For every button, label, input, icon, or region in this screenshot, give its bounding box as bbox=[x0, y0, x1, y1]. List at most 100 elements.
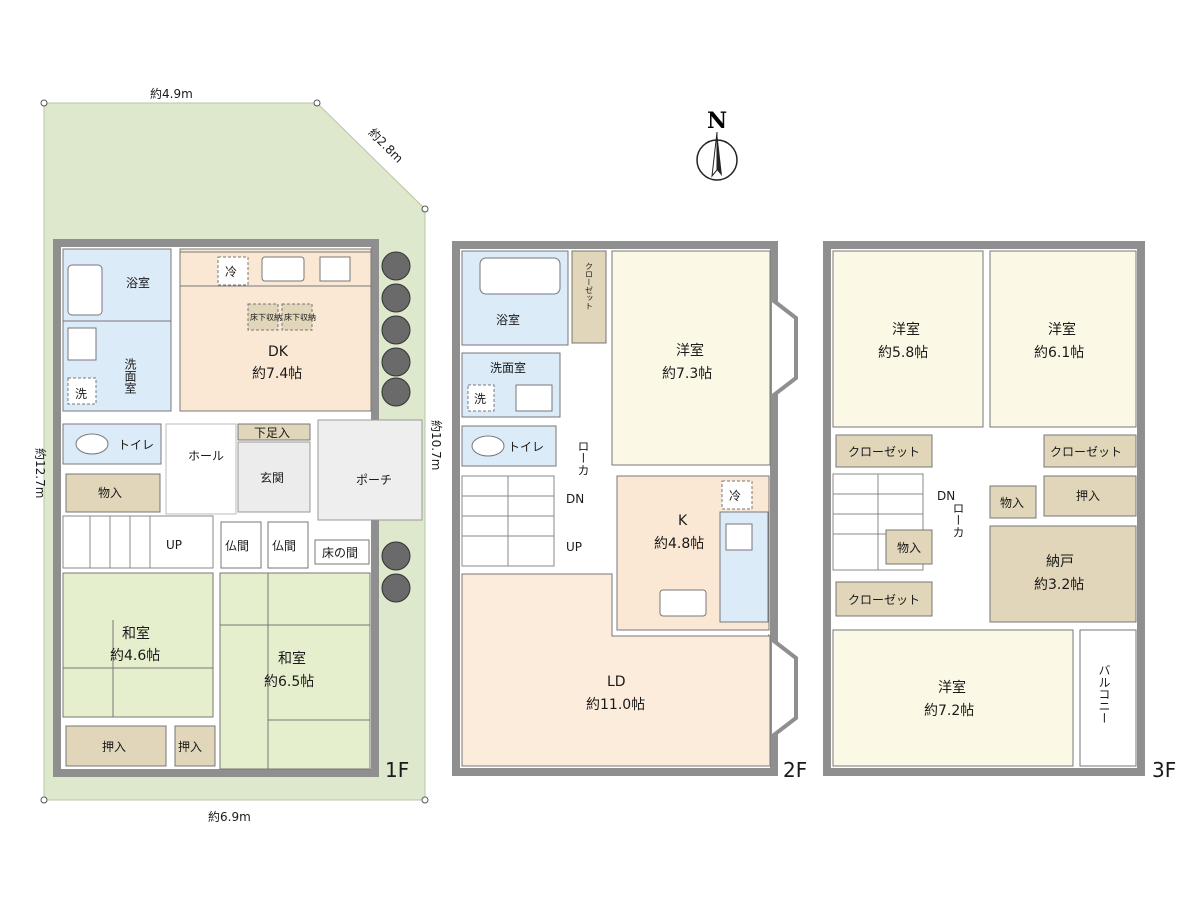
monoire-3f-a bbox=[989, 485, 1037, 519]
oshiire-3f bbox=[1043, 475, 1137, 517]
youshitsu-3f-c-name: 洋室 bbox=[938, 679, 966, 696]
up-2f-label: UP bbox=[566, 540, 582, 554]
porch-label: ポーチ bbox=[356, 473, 392, 487]
washitsu-2 bbox=[219, 572, 371, 770]
closet-2f-label: クローゼット bbox=[585, 262, 594, 310]
lot-left-depth: 約12.7m bbox=[33, 448, 48, 498]
entrance-1f-label: 玄関 bbox=[260, 470, 284, 485]
fridge-1f-label: 冷 bbox=[225, 265, 237, 279]
closet-3f-a bbox=[835, 434, 933, 468]
oshiire-1f-a bbox=[65, 725, 167, 767]
floor-3: 洋室 約5.8帖 洋室 約6.1帖 クローゼット クローゼット DN ローカ 物… bbox=[823, 241, 1176, 782]
butsuma-1 bbox=[220, 521, 262, 569]
toilet-2f-label: トイレ bbox=[508, 440, 544, 454]
washer-1f-label: 洗 bbox=[75, 387, 87, 401]
lot-top-width: 約4.9m bbox=[150, 86, 193, 101]
bay-window bbox=[768, 293, 798, 403]
stove-icon bbox=[319, 256, 351, 282]
youshitsu-3f-c-size: 約7.2帖 bbox=[924, 703, 974, 719]
oshiire-1f-a-label: 押入 bbox=[102, 740, 126, 754]
bathtub-icon bbox=[67, 264, 103, 316]
youshitsu-3f-a-name: 洋室 bbox=[892, 321, 920, 338]
closet-2f bbox=[571, 250, 607, 344]
hall-1f bbox=[165, 423, 237, 515]
washitsu-1-name: 和室 bbox=[122, 625, 150, 642]
fridge-icon bbox=[721, 480, 753, 510]
ld-2f bbox=[461, 573, 771, 767]
toilet-icon bbox=[75, 433, 109, 455]
sink-icon bbox=[67, 327, 97, 361]
stove-icon bbox=[725, 523, 753, 551]
washroom-1f-label: 洗面室 bbox=[123, 358, 137, 394]
nando-3f-name: 納戸 bbox=[1046, 554, 1074, 570]
ld-2f-size: 約11.0帖 bbox=[586, 697, 645, 713]
butsuma-2-label: 仏間 bbox=[272, 539, 296, 553]
kitchen-counter bbox=[179, 251, 372, 287]
underfloor-storage-2 bbox=[281, 303, 313, 331]
dk-1f-name: DK bbox=[268, 344, 289, 360]
youshitsu-2f bbox=[611, 250, 771, 466]
youshitsu-3f-b bbox=[989, 250, 1137, 428]
closet-1f-label: 物入 bbox=[98, 486, 122, 500]
lot-corner-marker bbox=[313, 99, 321, 107]
toilet-1f-label: トイレ bbox=[118, 438, 154, 452]
entrance-1f bbox=[237, 441, 311, 513]
shoe-storage bbox=[237, 423, 311, 441]
north-arrow-icon: N bbox=[696, 108, 738, 181]
nando-3f bbox=[989, 525, 1137, 623]
toilet-2f bbox=[461, 425, 557, 467]
lot-corner-marker bbox=[40, 796, 48, 804]
closet-1f bbox=[65, 473, 161, 513]
tokonoma-label: 床の間 bbox=[322, 546, 358, 560]
stairs-1f bbox=[62, 515, 214, 569]
balcony-3f bbox=[1079, 629, 1137, 767]
balcony-3f-label: バルコニー bbox=[1097, 664, 1111, 724]
underfloor-storage-1 bbox=[247, 303, 279, 331]
dk-1f-size: 約7.4帖 bbox=[252, 366, 302, 382]
sink-icon bbox=[659, 589, 707, 617]
bay-window bbox=[768, 633, 798, 743]
k-2f-size: 約4.8帖 bbox=[654, 536, 704, 552]
compass-label: N bbox=[707, 108, 727, 134]
youshitsu-3f-b-size: 約6.1帖 bbox=[1034, 345, 1084, 361]
oshiire-1f-b bbox=[174, 725, 216, 767]
toilet-icon bbox=[471, 435, 505, 457]
bath-1f-label: 浴室 bbox=[126, 275, 150, 290]
corridor-3f-label: ローカ bbox=[951, 502, 965, 538]
bathtub-icon bbox=[479, 257, 561, 295]
porch bbox=[317, 419, 423, 521]
youshitsu-3f-a-size: 約5.8帖 bbox=[878, 345, 928, 361]
fridge-icon bbox=[217, 256, 249, 286]
closet-3f-c bbox=[835, 581, 933, 617]
floor-1: 浴室 洗 洗面室 冷 床下収納 床下収納 DK 約7.4帖 トイレ ホール 下足… bbox=[53, 239, 423, 782]
fridge-2f-label: 冷 bbox=[729, 489, 741, 503]
washroom-2f-label: 洗面室 bbox=[490, 360, 526, 375]
youshitsu-2f-name: 洋室 bbox=[676, 342, 704, 359]
stairs-2f bbox=[461, 475, 555, 567]
sink-icon bbox=[515, 384, 553, 412]
tree-icon bbox=[381, 251, 411, 603]
closet-3f-b bbox=[1043, 434, 1137, 468]
nando-3f-size: 約3.2帖 bbox=[1034, 577, 1084, 593]
closet-3f-a-label: クローゼット bbox=[848, 445, 920, 459]
shoe-storage-label: 下足入 bbox=[254, 426, 290, 440]
floor-2-label: 2F bbox=[783, 758, 807, 782]
underfloor-label-2: 床下収納 bbox=[284, 312, 316, 322]
underfloor-label-1: 床下収納 bbox=[250, 312, 282, 322]
monoire-3f-b-label: 物入 bbox=[897, 541, 921, 555]
youshitsu-2f-size: 約7.3帖 bbox=[662, 366, 712, 382]
washitsu-1-size: 約4.6帖 bbox=[110, 648, 160, 664]
corridor-2f-label: ローカ bbox=[576, 440, 590, 476]
monoire-3f-b bbox=[885, 529, 933, 565]
oshiire-1f-b-label: 押入 bbox=[178, 740, 202, 754]
floor-3-label: 3F bbox=[1152, 758, 1176, 782]
youshitsu-3f-c bbox=[832, 629, 1074, 767]
youshitsu-3f-a bbox=[832, 250, 984, 428]
washer-icon bbox=[467, 384, 495, 412]
washer-2f-label: 洗 bbox=[474, 392, 486, 406]
hall-1f-label: ホール bbox=[188, 449, 224, 463]
washer-icon bbox=[67, 377, 97, 405]
closet-3f-b-label: クローゼット bbox=[1050, 445, 1122, 459]
tokonoma bbox=[314, 539, 370, 565]
